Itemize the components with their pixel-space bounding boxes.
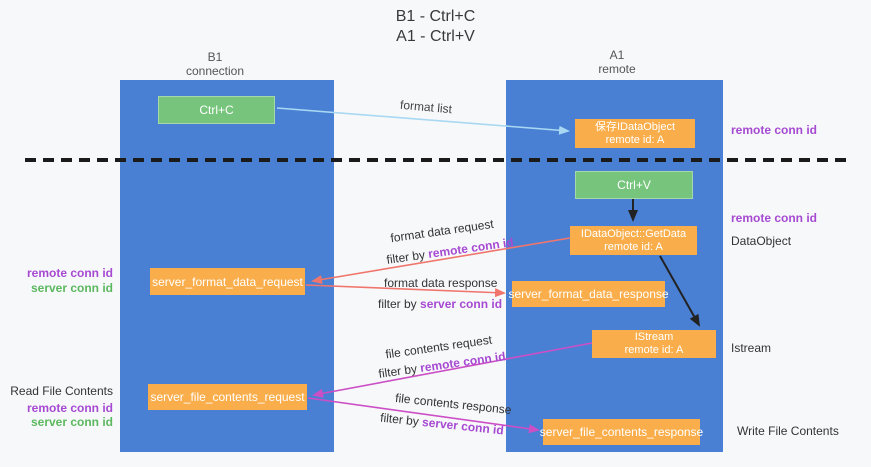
right-label-remote-conn-id-mid: remote conn id bbox=[731, 211, 818, 225]
edge-label-format-data-response-filter: filter by server conn id bbox=[378, 297, 502, 311]
node-server-file-contents-request: server_file_contents_request bbox=[148, 384, 307, 410]
node-istream: IStream remote id: A bbox=[592, 330, 716, 358]
filter-value-remote-conn-id: remote conn id bbox=[427, 235, 515, 261]
left-label-read-file-contents: Read File Contents bbox=[10, 384, 113, 398]
diagram-title: B1 - Ctrl+C A1 - Ctrl+V bbox=[0, 7, 871, 47]
lifeline-a1-role: remote bbox=[598, 62, 636, 76]
node-ctrl-c: Ctrl+C bbox=[158, 96, 275, 124]
left-label-remote-conn-id-2: remote conn id bbox=[26, 401, 113, 415]
node-save-idataobject-line2: remote id: A bbox=[605, 133, 665, 146]
left-label-remote-conn-id-1: remote conn id bbox=[26, 266, 113, 280]
node-save-idataobject-line1: 保存IDataObject bbox=[594, 120, 676, 133]
title-line-1: B1 - Ctrl+C bbox=[395, 8, 476, 25]
filter-value-server-conn-id: server conn id bbox=[421, 414, 505, 438]
right-label-write-file-contents: Write File Contents bbox=[737, 424, 839, 438]
node-istream-line1: IStream bbox=[634, 331, 674, 343]
edge-label-format-data-response: format data response bbox=[384, 276, 498, 290]
node-ctrl-v-label: Ctrl+V bbox=[617, 178, 651, 192]
lifeline-b1-role: connection bbox=[185, 64, 245, 78]
filter-prefix: filter by bbox=[379, 410, 423, 429]
edge-label-format-list: format list bbox=[399, 97, 453, 117]
node-idataobject-getdata-line1: IDataObject::GetData bbox=[580, 227, 687, 240]
node-server-format-data-response-label: server_format_data_response bbox=[508, 287, 669, 301]
node-server-format-data-request: server_format_data_request bbox=[150, 268, 305, 295]
node-ctrl-c-label: Ctrl+C bbox=[199, 103, 234, 117]
node-idataobject-getdata-line2: remote id: A bbox=[604, 240, 663, 253]
node-idataobject-getdata: IDataObject::GetData remote id: A bbox=[570, 226, 697, 255]
node-istream-line2: remote id: A bbox=[624, 344, 684, 356]
lifeline-a1-name: A1 bbox=[609, 48, 625, 62]
node-server-file-contents-response-label: server_file_contents_response bbox=[539, 425, 704, 439]
node-save-idataobject: 保存IDataObject remote id: A bbox=[575, 119, 695, 148]
lifeline-b1-name: B1 bbox=[207, 50, 223, 64]
left-label-server-conn-id-2: server conn id bbox=[30, 415, 113, 429]
node-server-file-contents-response: server_file_contents_response bbox=[539, 419, 704, 445]
filter-prefix: filter by bbox=[378, 297, 421, 311]
node-server-format-data-response: server_format_data_response bbox=[508, 281, 669, 307]
lifeline-header-b1: B1 connection bbox=[160, 50, 270, 78]
edge-label-file-contents-response-filter: filter by server conn id bbox=[380, 411, 505, 438]
filter-prefix: filter by bbox=[377, 361, 422, 381]
filter-value-server-conn-id: server conn id bbox=[420, 297, 503, 311]
left-label-server-conn-id-1: server conn id bbox=[30, 281, 113, 295]
right-label-remote-conn-id-top: remote conn id bbox=[731, 123, 818, 137]
node-server-format-data-request-label: server_format_data_request bbox=[152, 274, 303, 289]
lifeline-header-a1: A1 remote bbox=[562, 48, 672, 76]
right-label-dataobject: DataObject bbox=[731, 234, 792, 248]
filter-prefix: filter by bbox=[385, 247, 430, 267]
right-label-istream: Istream bbox=[731, 341, 772, 355]
node-server-file-contents-request-label: server_file_contents_request bbox=[150, 390, 305, 404]
title-line-2: A1 - Ctrl+V bbox=[396, 28, 475, 45]
node-ctrl-v: Ctrl+V bbox=[575, 171, 693, 199]
